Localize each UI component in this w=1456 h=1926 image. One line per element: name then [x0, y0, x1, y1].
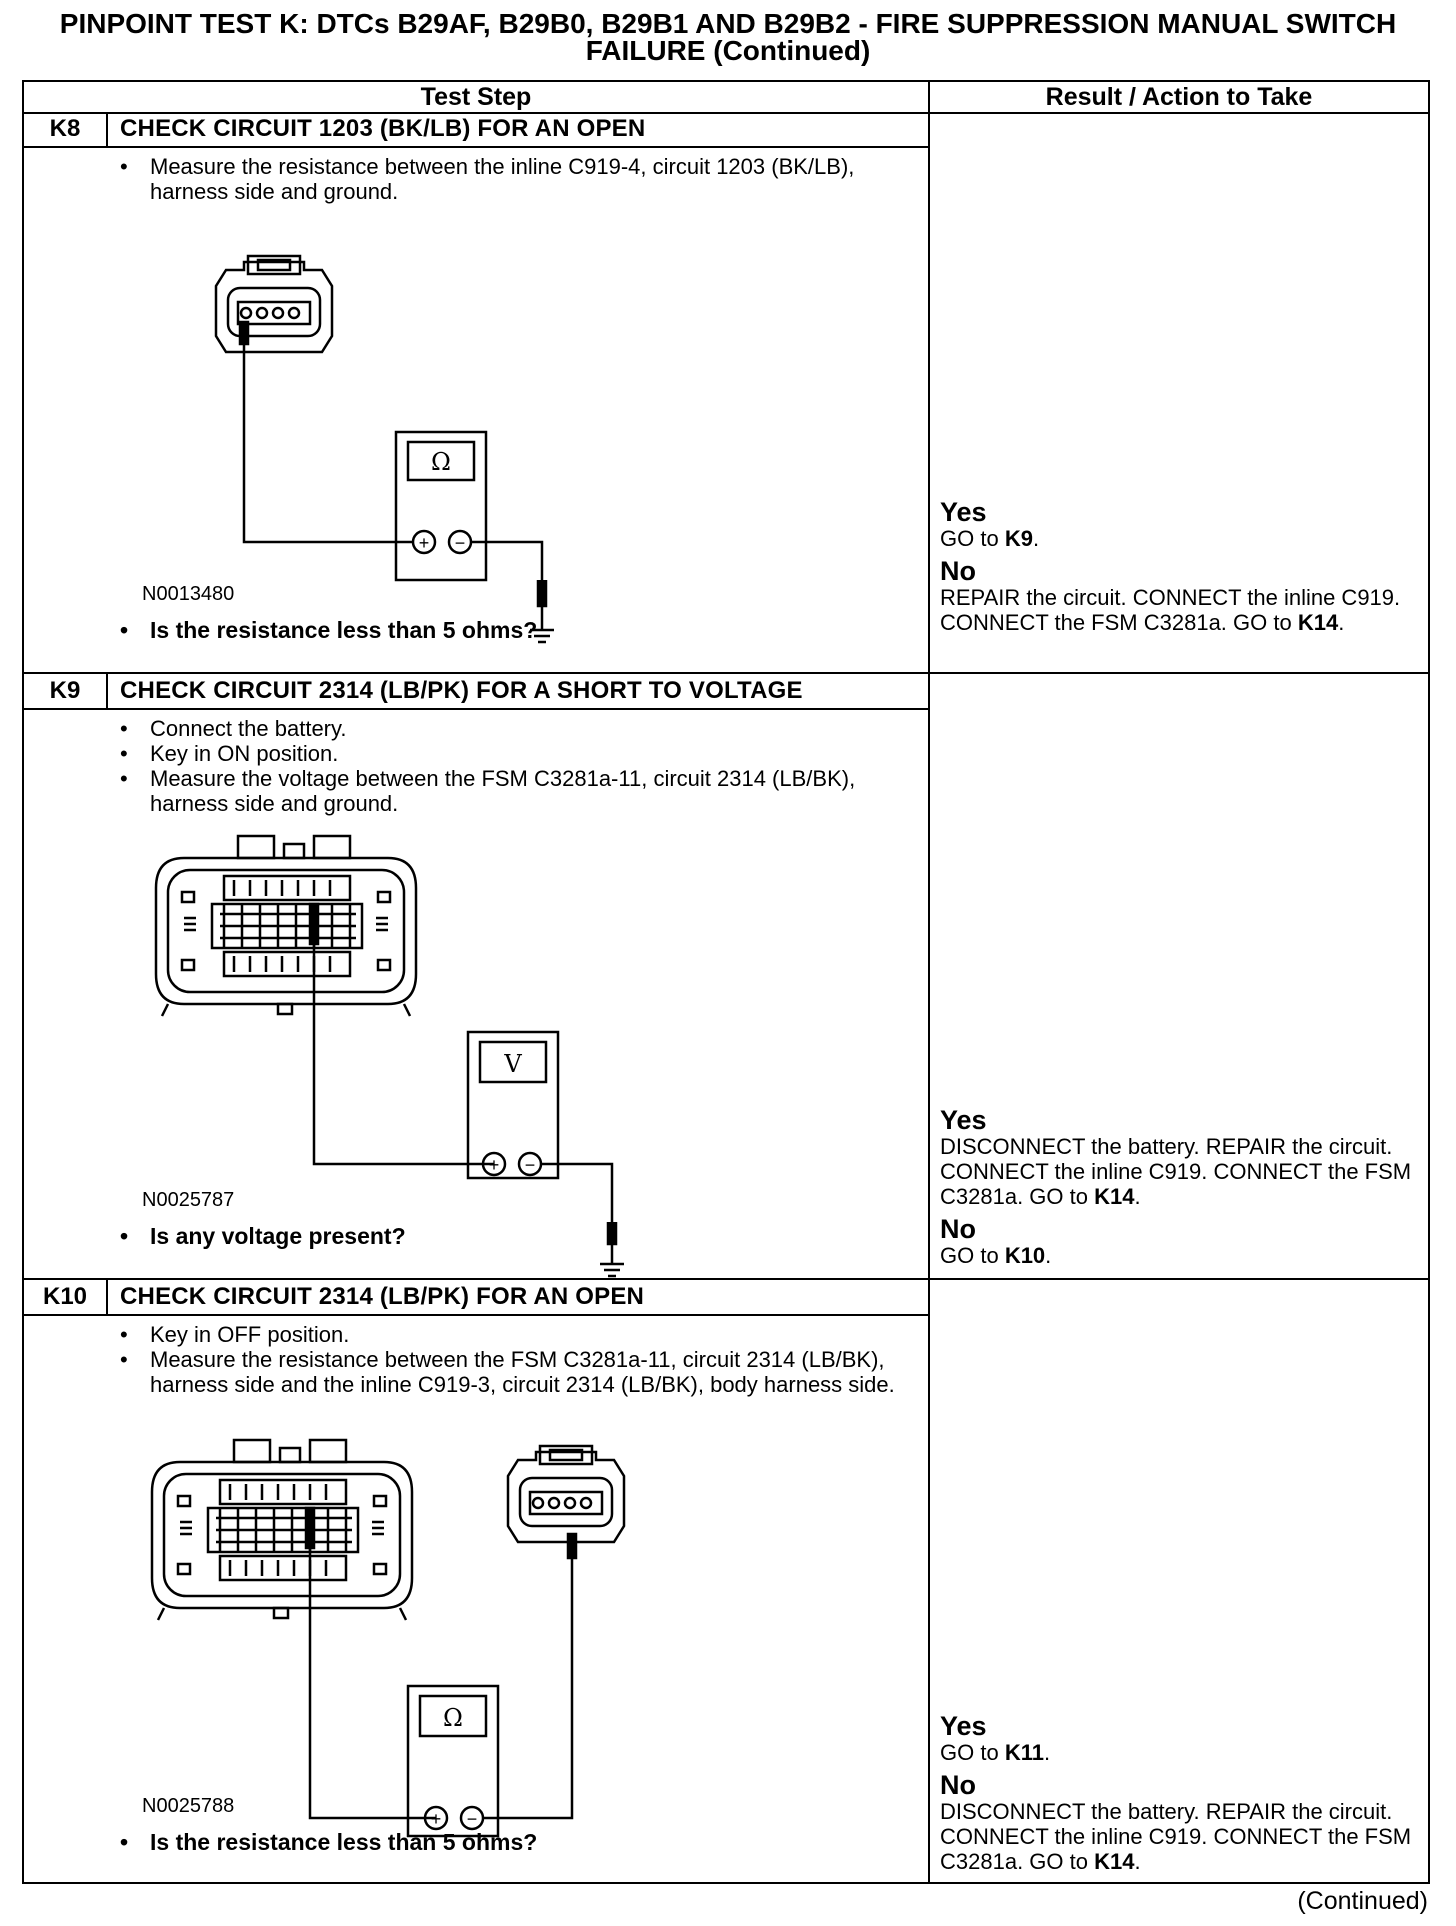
step-number-divider	[106, 674, 108, 708]
result-no-label: No	[940, 1214, 976, 1244]
step-number: K9	[49, 677, 81, 704]
k8-wiring-diagram: Ω + −	[214, 254, 544, 582]
step-title: CHECK CIRCUIT 2314 (LB/PK) FOR AN OPEN	[120, 1283, 645, 1310]
meter-plus: +	[431, 1809, 442, 1829]
result-no-label: No	[940, 556, 976, 586]
step-number: K10	[42, 1283, 88, 1310]
k9-wiring-diagram: V + −	[154, 834, 614, 1224]
header-test-step: Test Step	[420, 83, 532, 111]
instruction-item: Measure the voltage between the FSM C328…	[114, 766, 914, 816]
step-title: CHECK CIRCUIT 1203 (BK/LB) FOR AN OPEN	[120, 115, 646, 142]
goto-step-link: K9	[1004, 526, 1033, 551]
result-yes-text: DISCONNECT the battery. REPAIR the circu…	[940, 1134, 1412, 1209]
step-title-divider	[24, 1314, 930, 1316]
result-yes-text: GO to K9.	[940, 526, 1040, 551]
step-instructions: Key in OFF position. Measure the resista…	[114, 1322, 914, 1397]
step-instructions: Connect the battery. Key in ON position.…	[114, 716, 914, 816]
step-question: Is the resistance less than 5 ohms?	[114, 1828, 537, 1856]
column-divider	[928, 82, 930, 1882]
page-title-line2: FAILURE (Continued)	[585, 35, 871, 66]
volt-symbol: V	[503, 1050, 522, 1078]
step-question: Is any voltage present?	[114, 1222, 406, 1250]
instruction-item: Key in OFF position.	[114, 1322, 914, 1347]
step-divider	[24, 1278, 1428, 1280]
step-number-divider	[106, 1280, 108, 1314]
ground-icon	[600, 1222, 624, 1278]
step-divider	[24, 672, 1428, 674]
meter-plus: +	[419, 533, 430, 553]
step-number: K8	[49, 115, 81, 142]
page-title: PINPOINT TEST K: DTCs B29AF, B29B0, B29B…	[20, 8, 1436, 66]
header-divider	[24, 112, 1428, 114]
meter-plus: +	[489, 1155, 500, 1175]
result-yes-label: Yes	[940, 1105, 987, 1135]
goto-step-link: K14	[1297, 610, 1339, 635]
pinpoint-test-table: Test Step Result / Action to Take K8 CHE…	[22, 80, 1430, 1884]
meter-minus: −	[525, 1155, 536, 1175]
goto-step-link: K14	[1094, 1184, 1135, 1209]
instruction-item: Measure the resistance between the inlin…	[114, 154, 914, 204]
ohm-symbol: Ω	[431, 448, 451, 476]
step-title-divider	[24, 708, 930, 710]
step-number-divider	[106, 112, 108, 146]
step-title: CHECK CIRCUIT 2314 (LB/PK) FOR A SHORT T…	[120, 677, 803, 704]
step-result: Yes GO to K9. No REPAIR the circuit. CON…	[940, 498, 1432, 641]
figure-id: N0013480	[142, 583, 235, 605]
result-yes-label: Yes	[940, 1711, 987, 1741]
instruction-item: Connect the battery.	[114, 716, 914, 741]
step-question: Is the resistance less than 5 ohms?	[114, 616, 537, 644]
result-no-text: GO to K10.	[940, 1243, 1052, 1268]
ohm-symbol: Ω	[443, 1704, 463, 1732]
step-result: Yes GO to K11. No DISCONNECT the battery…	[940, 1712, 1432, 1880]
meter-minus: −	[455, 533, 466, 553]
instruction-item: Key in ON position.	[114, 741, 914, 766]
result-yes-text: GO to K11.	[940, 1740, 1051, 1765]
goto-step-link: K10	[1004, 1243, 1046, 1268]
result-no-text: REPAIR the circuit. CONNECT the inline C…	[940, 585, 1401, 635]
instruction-item: Measure the resistance between the FSM C…	[114, 1347, 914, 1397]
result-no-text: DISCONNECT the battery. REPAIR the circu…	[940, 1799, 1412, 1874]
meter-minus: −	[467, 1809, 478, 1829]
page-title-line1: PINPOINT TEST K: DTCs B29AF, B29B0, B29B…	[59, 8, 1397, 39]
k10-wiring-diagram: Ω + −	[150, 1438, 626, 1838]
result-yes-label: Yes	[940, 497, 987, 527]
header-result-action: Result / Action to Take	[1045, 83, 1313, 111]
goto-step-link: K11	[1004, 1740, 1044, 1765]
continued-footer: (Continued)	[1297, 1887, 1428, 1915]
figure-id: N0025788	[142, 1795, 235, 1817]
goto-step-link: K14	[1094, 1849, 1135, 1874]
step-instructions: Measure the resistance between the inlin…	[114, 154, 914, 204]
figure-id: N0025787	[142, 1189, 235, 1211]
step-result: Yes DISCONNECT the battery. REPAIR the c…	[940, 1106, 1432, 1274]
step-title-divider	[24, 146, 930, 148]
result-no-label: No	[940, 1770, 976, 1800]
